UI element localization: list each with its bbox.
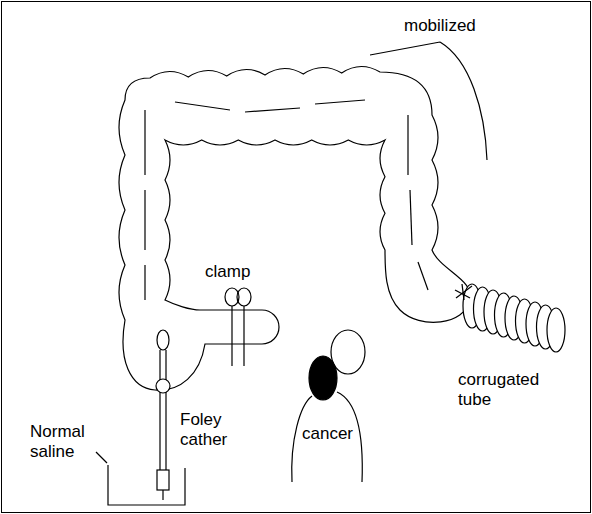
- suture: [455, 284, 472, 300]
- tube-ring: [547, 308, 565, 352]
- mobilized-label: mobilized: [404, 16, 476, 36]
- rectum-stump: [292, 330, 365, 482]
- foley-catheter: [156, 330, 170, 500]
- saline-container: [96, 452, 185, 505]
- clamp-label: clamp: [205, 262, 250, 282]
- corrugated-tube: [463, 284, 565, 352]
- clamp-symbol: [225, 288, 251, 366]
- cancer-mass: [309, 356, 337, 400]
- mobilized-line: [370, 42, 487, 160]
- taenia-lines: [145, 100, 428, 300]
- tube-label: corrugated tube: [458, 370, 539, 410]
- catheter-label: Foley cather: [180, 410, 227, 450]
- saline-label: Normal saline: [30, 422, 85, 462]
- colon-outline: [119, 66, 470, 390]
- cancer-label: cancer: [302, 424, 353, 444]
